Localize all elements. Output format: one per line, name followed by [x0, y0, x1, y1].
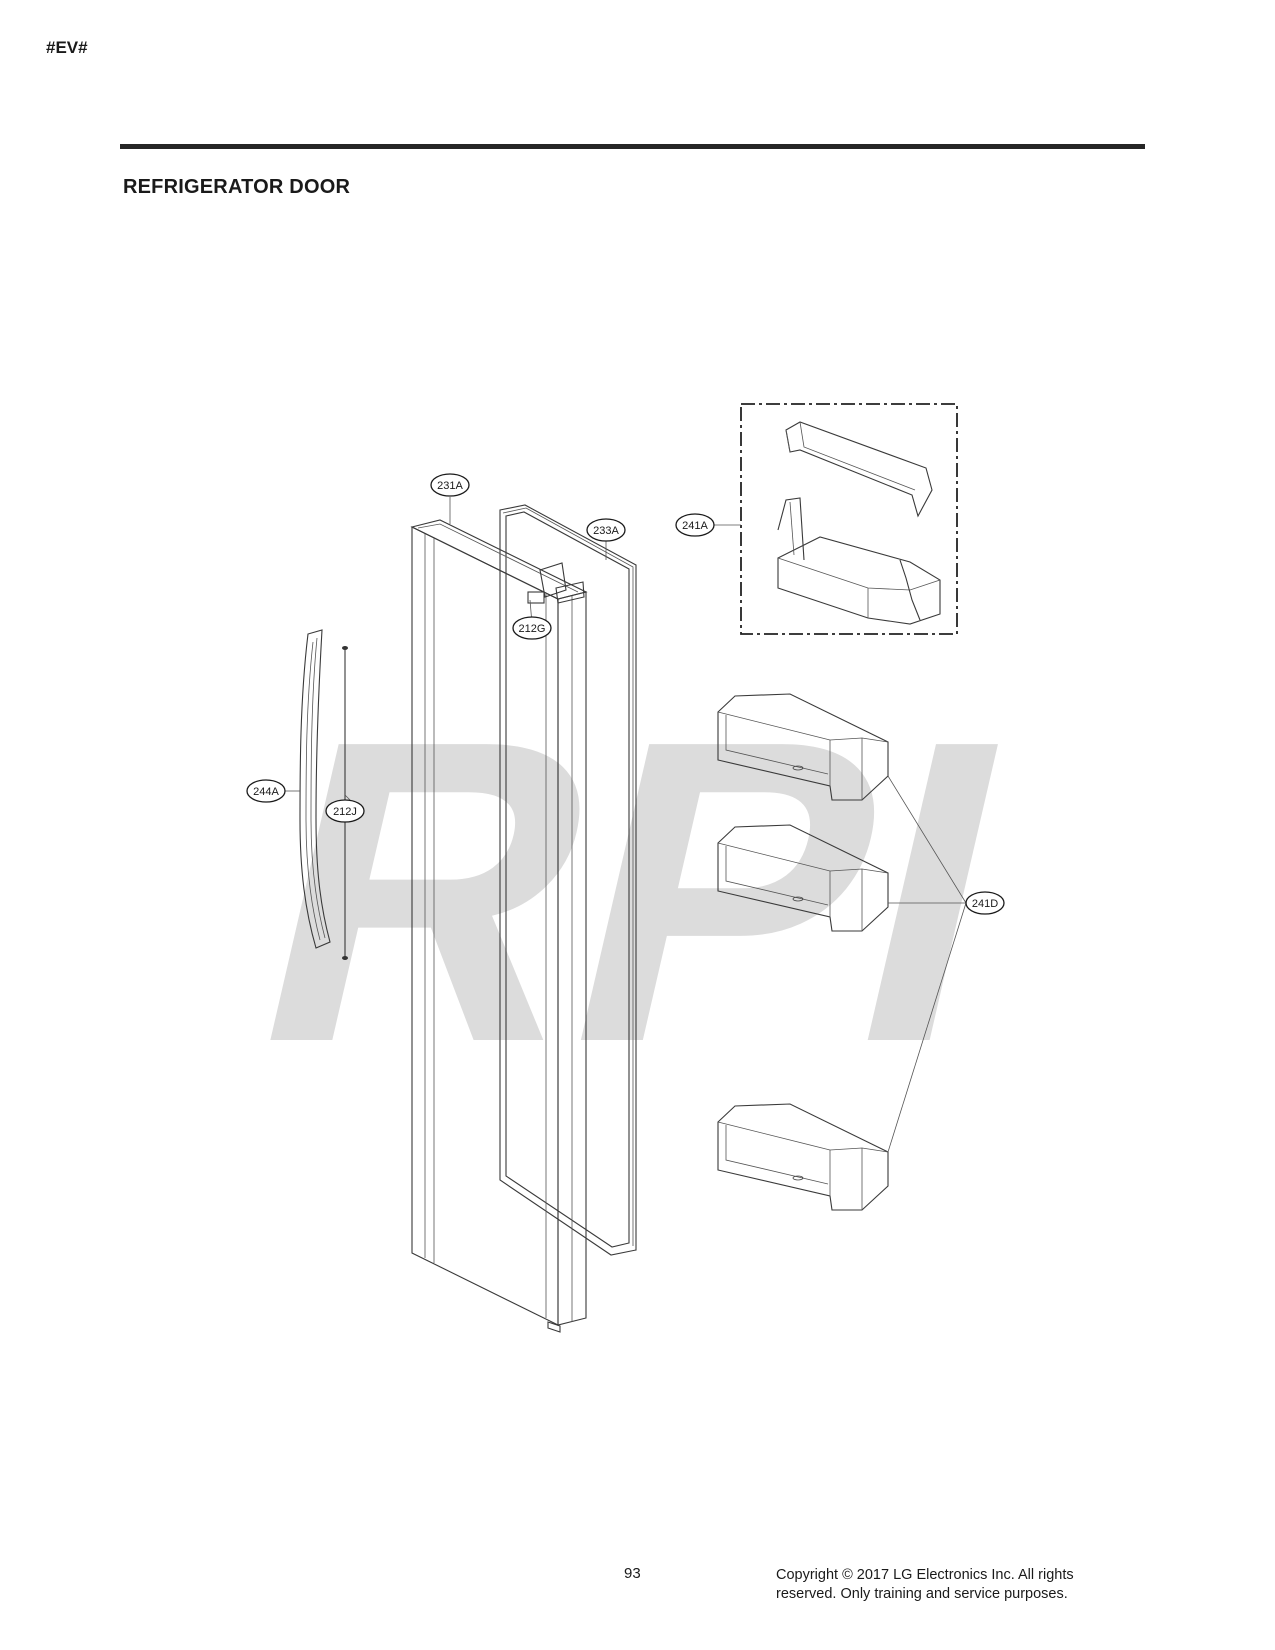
callout-241D: 241D [965, 891, 1005, 915]
page-number: 93 [624, 1565, 641, 1582]
callout-241A: 241A [675, 513, 715, 537]
callout-212J: 212J [325, 799, 365, 823]
callout-244A-label: 244A [253, 786, 279, 798]
callout-212G: 212G [512, 616, 552, 640]
header-rule [120, 144, 1145, 149]
door-bin-1 [717, 693, 889, 801]
door-panel [410, 519, 588, 1333]
watermark: RPI [220, 652, 1048, 1132]
callout-231A-label: 231A [437, 480, 463, 492]
callout-244A: 244A [246, 779, 286, 803]
door-gasket [499, 504, 637, 1256]
section-title: REFRIGERATOR DOOR [123, 176, 351, 198]
callout-241A-label: 241A [682, 520, 708, 532]
door-handle [299, 629, 331, 949]
callout-231A: 231A [430, 473, 470, 497]
door-bin-2 [717, 824, 889, 932]
door-bin-3 [717, 1103, 889, 1211]
leader-lines [285, 497, 967, 1153]
callout-233A: 233A [586, 518, 626, 542]
callout-241D-label: 241D [972, 898, 998, 910]
watermark-text: RPI [220, 652, 1048, 1132]
copyright-notice: Copyright © 2017 LG Electronics Inc. All… [776, 1567, 1074, 1602]
document-code: #EV# [46, 38, 88, 57]
callout-212J-label: 212J [333, 806, 357, 818]
assembly-box-241A [740, 403, 958, 635]
callout-212G-label: 212G [519, 623, 546, 635]
callout-233A-label: 233A [593, 525, 619, 537]
